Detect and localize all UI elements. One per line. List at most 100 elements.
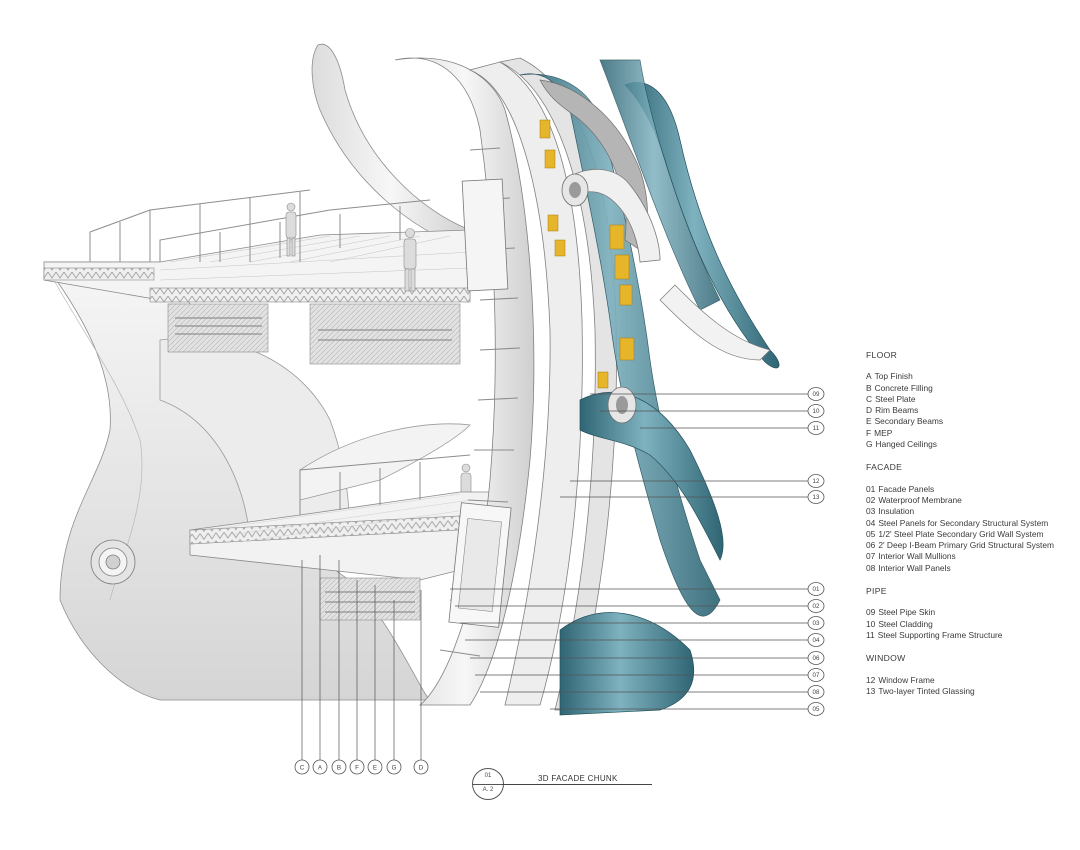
callout-08: 08: [807, 685, 825, 699]
callout-B: B: [331, 759, 347, 775]
circle-divider: [473, 784, 503, 785]
legend-code: G: [866, 439, 873, 450]
callout-C: C: [294, 759, 310, 775]
callout-bubble: [807, 404, 825, 418]
leader-lines-bottom: [301, 555, 422, 760]
legend-code: 12: [866, 674, 876, 685]
legend-section-title: PIPE: [866, 586, 887, 597]
callout-E: E: [367, 759, 383, 775]
legend-label: MEP: [874, 427, 893, 438]
callout-bubble: [312, 759, 328, 775]
callout-06: 06: [807, 651, 825, 665]
lower-floor-slab: [189, 454, 501, 621]
callout-bubble: [367, 759, 383, 775]
legend-label: Top Finish: [874, 371, 913, 382]
callout-D: D: [413, 759, 429, 775]
legend-code: 10: [866, 618, 876, 629]
callout-label: G: [392, 764, 397, 771]
legend-label: Concrete Filling: [874, 382, 933, 393]
callout-label: 03: [813, 620, 820, 627]
callout-label: 07: [813, 672, 820, 679]
callout-bubble: [386, 759, 402, 775]
round-duct-detail: [90, 539, 136, 585]
sheet-number: A. 2: [482, 787, 494, 793]
legend-code: B: [866, 382, 872, 393]
drawing-number: 01: [484, 773, 492, 779]
legend-label: 1/2' Steel Plate Secondary Grid Wall Sys…: [878, 528, 1044, 539]
legend-label: Steel Plate: [875, 393, 916, 404]
callout-05: 05: [807, 702, 825, 716]
callout-label: D: [419, 764, 424, 771]
callout-label: A: [318, 764, 323, 771]
legend-label: Window Frame: [878, 674, 935, 685]
callout-bubble: [807, 616, 825, 630]
legend-code: 02: [866, 494, 876, 505]
callout-04: 04: [807, 633, 825, 647]
legend-code: A: [866, 371, 872, 382]
legend-code: D: [866, 405, 873, 416]
callout-label: 04: [813, 637, 820, 644]
callout-bubble: [807, 490, 825, 504]
legend-code: 06: [866, 540, 876, 551]
legend-label: Steel Cladding: [878, 618, 933, 629]
callout-label: C: [300, 764, 305, 771]
legend-code: 08: [866, 562, 876, 573]
teal-pipes: [519, 59, 780, 716]
legend-label: Secondary Beams: [874, 416, 944, 427]
legend-section-title: FLOOR: [866, 350, 898, 360]
callout-bubble: [807, 685, 825, 699]
legend-label: 2' Deep I-Beam Primary Grid Structural S…: [878, 540, 1054, 551]
callout-bubble: [413, 759, 429, 775]
callout-bubble: [807, 633, 825, 647]
drawing-title: 3D FACADE CHUNK: [538, 774, 618, 783]
legend-label: Facade Panels: [878, 483, 935, 494]
callout-label: 09: [813, 391, 820, 398]
legend-label: Rim Beams: [875, 405, 919, 416]
callout-bubble: [294, 759, 310, 775]
callout-label: E: [373, 764, 377, 771]
callout-A: A: [312, 759, 328, 775]
callout-F: F: [349, 759, 365, 775]
callout-12: 12: [807, 474, 825, 488]
leader-lines-right: [450, 393, 808, 710]
legend-label: Two-layer Tinted Glassing: [878, 685, 975, 696]
legend-code: 09: [866, 607, 876, 618]
callout-label: B: [337, 764, 341, 771]
legend-label: Interior Wall Mullions: [878, 551, 956, 562]
drawing-title-block: 01 A. 2 3D FACADE CHUNK: [470, 768, 660, 804]
callout-label: 01: [813, 586, 820, 593]
drawing-number-circle: 01 A. 2: [472, 768, 504, 800]
callout-G: G: [386, 759, 402, 775]
callout-label: 05: [813, 706, 820, 713]
legend-label: Steel Pipe Skin: [878, 607, 936, 618]
callout-label: 06: [813, 655, 820, 662]
callout-03: 03: [807, 616, 825, 630]
legend-code: E: [866, 416, 872, 427]
callout-11: 11: [807, 421, 825, 435]
callout-bubble: [807, 387, 825, 401]
callout-label: 02: [813, 603, 820, 610]
legend-code: 04: [866, 517, 876, 528]
callout-label: 13: [813, 494, 820, 501]
callout-bubble: [807, 651, 825, 665]
legend-code: 11: [866, 629, 875, 640]
legend-code: F: [866, 427, 872, 438]
callout-02: 02: [807, 599, 825, 613]
callout-label: 11: [813, 425, 820, 432]
